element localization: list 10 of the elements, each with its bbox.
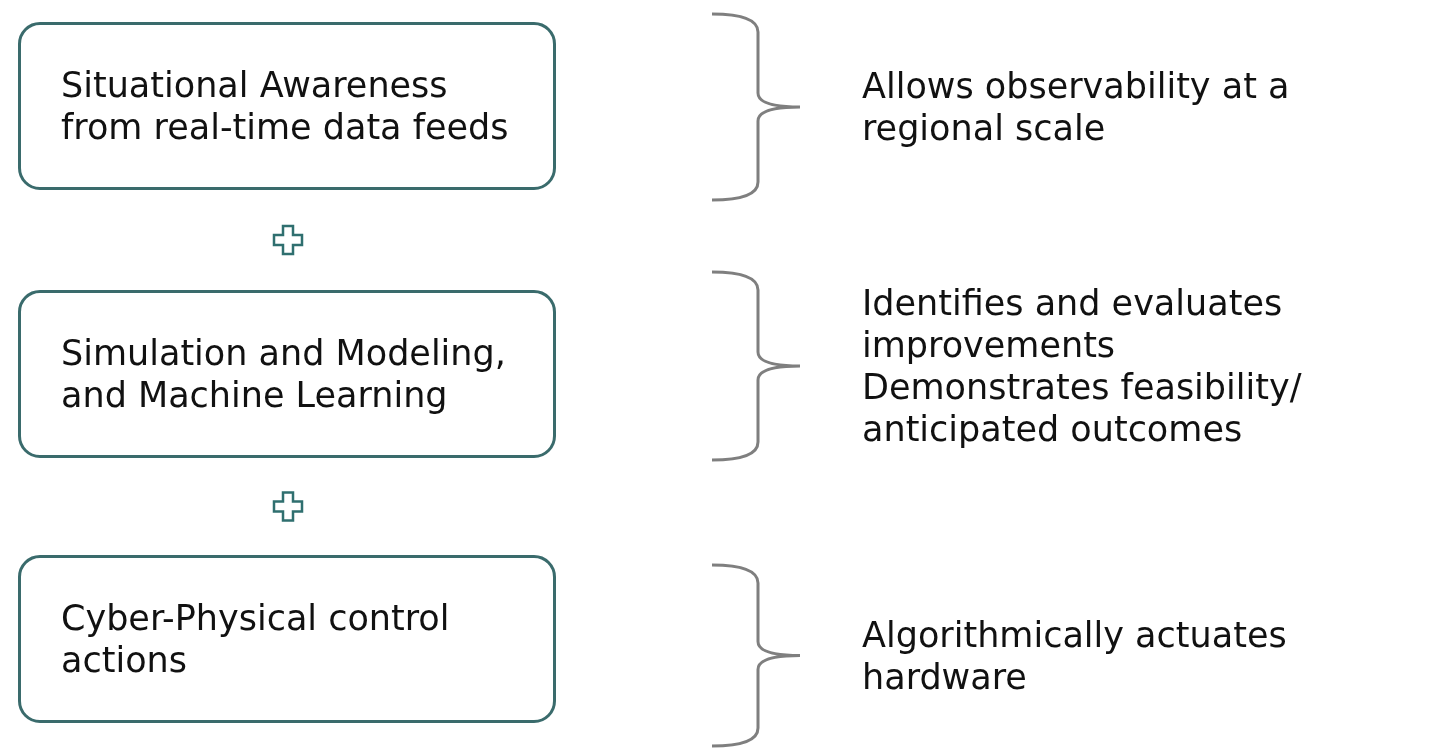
box-text: Simulation and Modeling, and Machine Learning bbox=[61, 332, 507, 416]
description-text: Demonstrates feasibility/ anticipated outcomes bbox=[862, 366, 1303, 450]
rounded-box bbox=[18, 290, 556, 458]
rounded-box bbox=[18, 555, 556, 723]
box-text: Situational Awareness from real-time data feeds bbox=[61, 64, 510, 148]
description-text: Identifies and evaluates improvements bbox=[862, 282, 1284, 366]
description-text: Allows observability at a regional scale bbox=[862, 65, 1291, 149]
rounded-box bbox=[18, 22, 556, 190]
description-text: Algorithmically actuates hardware bbox=[862, 613, 1288, 698]
box-text: Cyber-Physical control actions bbox=[61, 597, 451, 681]
